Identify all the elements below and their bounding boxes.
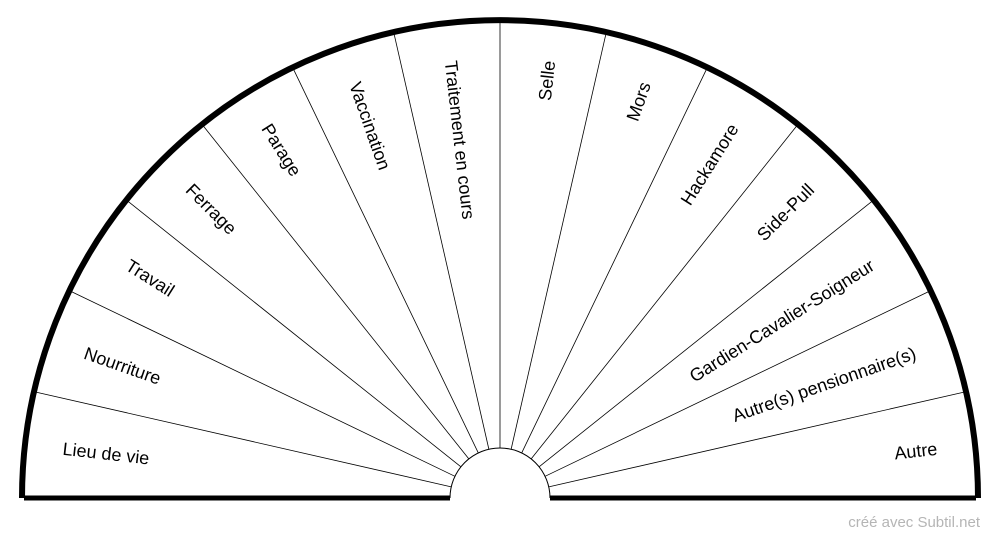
- sector-label: Nourriture: [81, 343, 163, 388]
- sector-divider: [35, 391, 452, 488]
- sector-divider: [521, 68, 707, 454]
- sector-label: Parage: [257, 120, 305, 180]
- outer-arc: [19, 17, 981, 499]
- sector-divider: [293, 68, 479, 454]
- sector-divider: [538, 200, 873, 468]
- sector-label: Lieu de vie: [62, 439, 151, 469]
- sector-divider: [548, 391, 965, 488]
- sector-label: Autre(s) pensionnaire(s): [730, 343, 919, 426]
- sector-dividers: [24, 22, 976, 501]
- sector-divider: [393, 33, 490, 450]
- sector-label: Hackamore: [677, 120, 743, 209]
- sector-divider: [510, 33, 607, 450]
- sector-label: Mors: [623, 79, 655, 123]
- sector-label: Side-Pull: [753, 180, 818, 245]
- inner-hub: [449, 447, 551, 499]
- sector-divider: [544, 291, 930, 477]
- sector-divider: [530, 125, 798, 460]
- sector-label: Traitement en cours: [441, 60, 479, 221]
- sector-divider: [202, 125, 470, 460]
- sector-label: Ferrage: [182, 180, 241, 239]
- sector-label: Autre: [893, 439, 938, 464]
- sector-label: Travail: [122, 255, 178, 300]
- sector-divider: [70, 291, 456, 477]
- sector-divider: [127, 200, 462, 468]
- sector-label: Vaccination: [345, 79, 394, 172]
- credit-text: créé avec Subtil.net: [848, 514, 980, 531]
- sector-label: Selle: [535, 60, 559, 102]
